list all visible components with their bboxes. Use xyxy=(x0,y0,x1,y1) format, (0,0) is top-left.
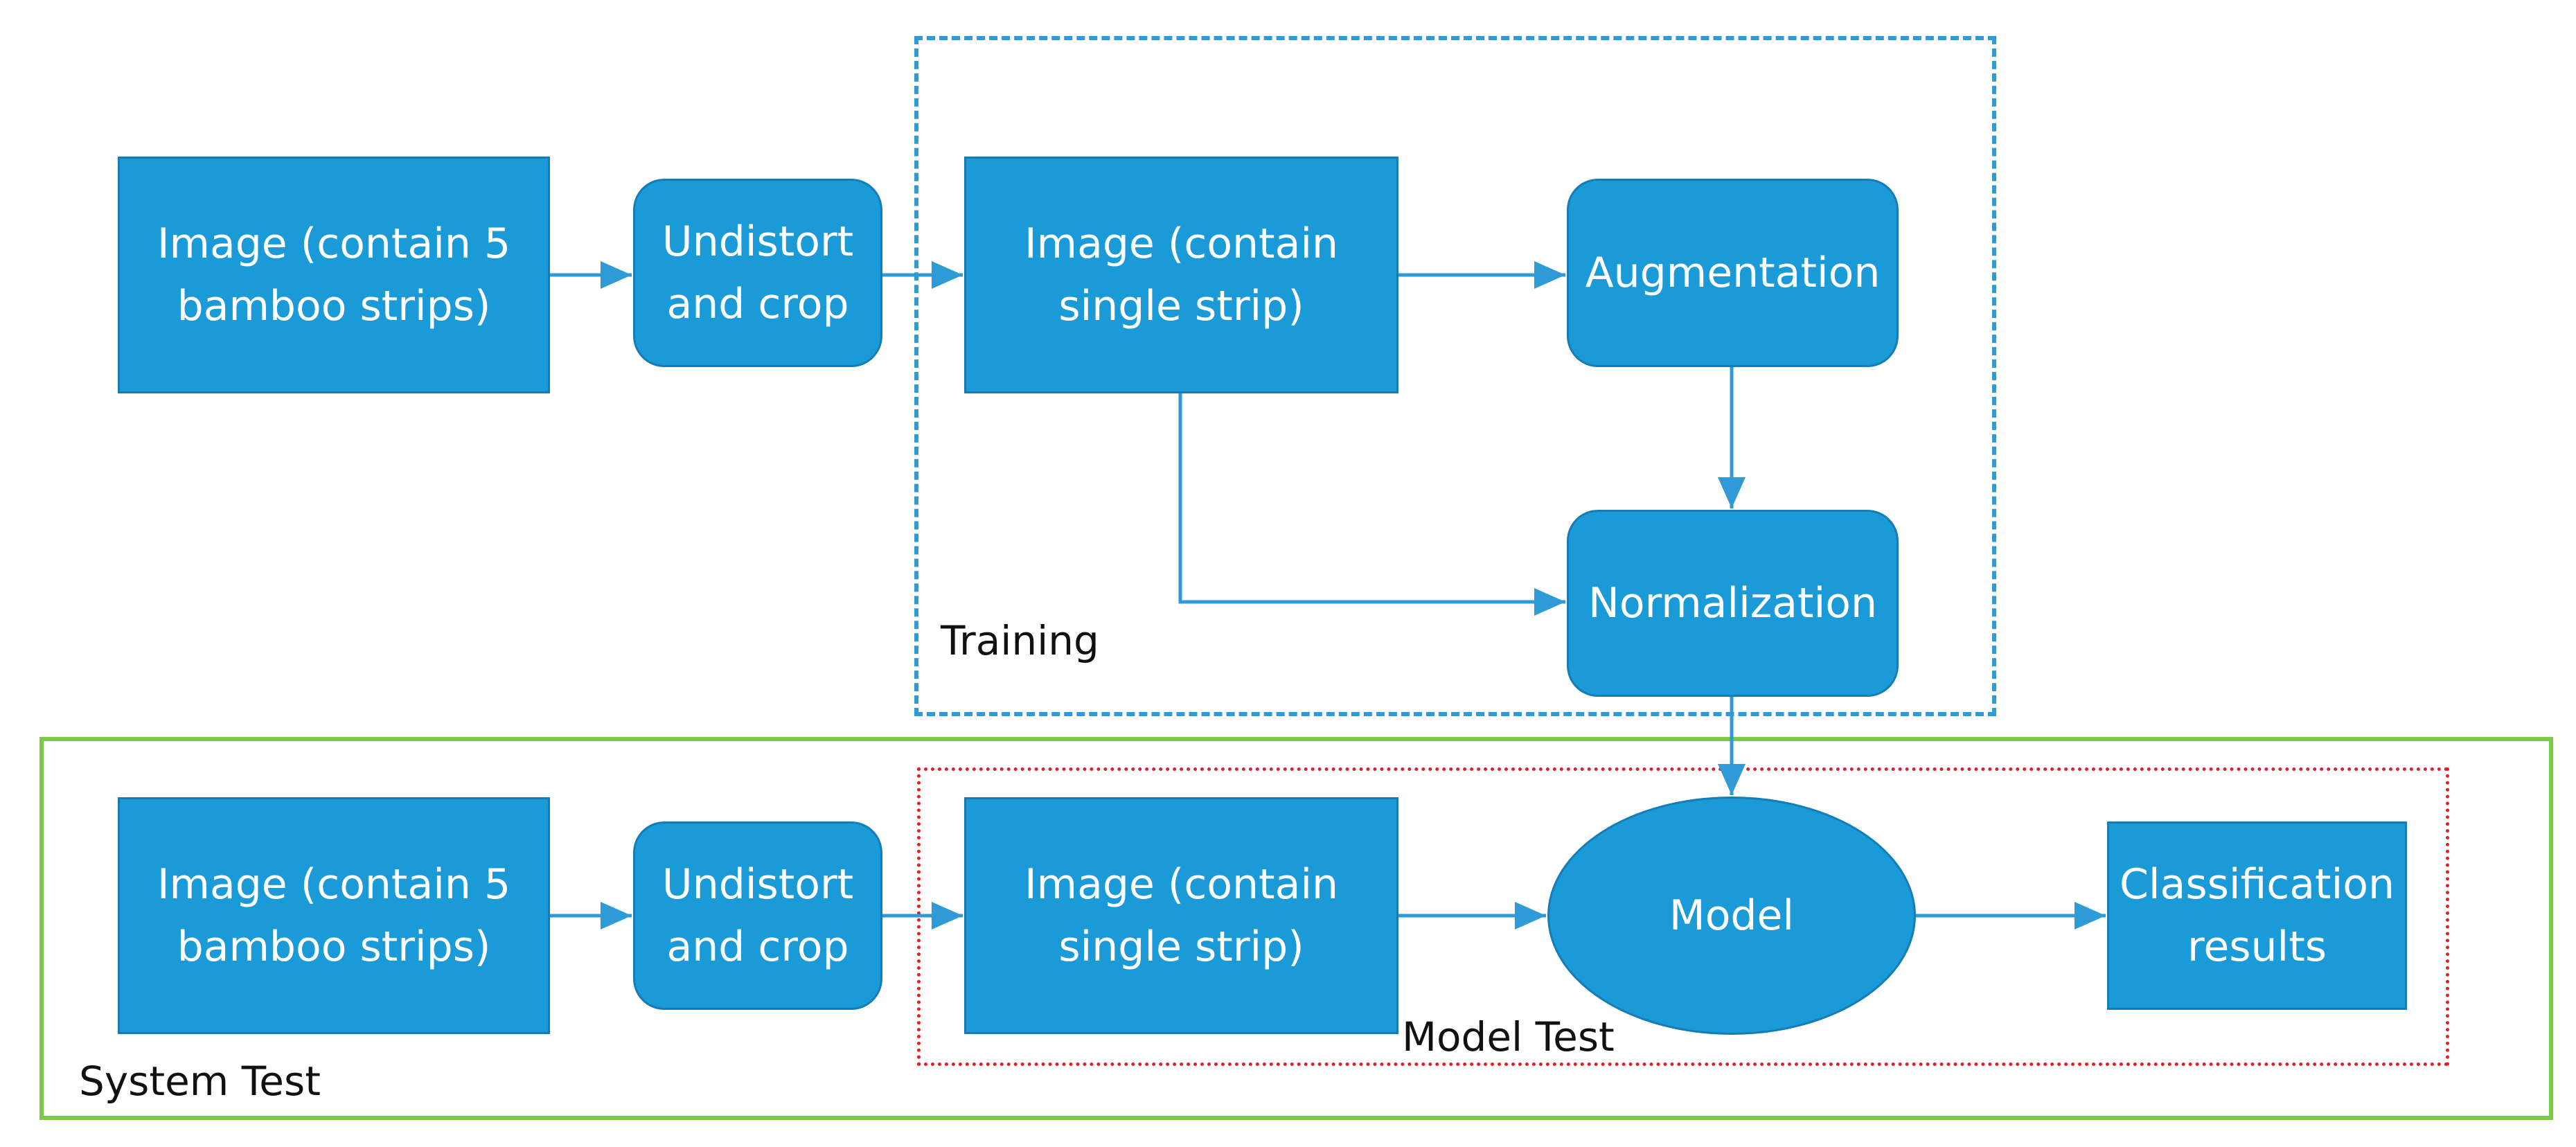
node-image-single-strip-model-test: Image (contain single strip) xyxy=(964,797,1398,1034)
system-test-label: System Test xyxy=(79,1058,321,1105)
node-label: Augmentation xyxy=(1585,249,1881,297)
node-model: Model xyxy=(1547,797,1916,1035)
node-label: Undistort and crop xyxy=(661,860,854,971)
node-augmentation: Augmentation xyxy=(1567,179,1899,367)
node-image-5-strips-training: Image (contain 5 bamboo strips) xyxy=(118,157,550,393)
node-image-single-strip-training: Image (contain single strip) xyxy=(964,157,1398,393)
node-label: Image (contain 5 bamboo strips) xyxy=(157,220,511,330)
node-label: Undistort and crop xyxy=(661,217,854,328)
node-label: Classification results xyxy=(2119,860,2395,971)
node-undistort-crop-system: Undistort and crop xyxy=(633,821,882,1010)
node-label: Image (contain single strip) xyxy=(1024,220,1339,330)
node-label: Image (contain single strip) xyxy=(1024,860,1339,971)
training-label: Training xyxy=(941,617,1099,664)
node-undistort-crop-training: Undistort and crop xyxy=(633,179,882,367)
training-frame xyxy=(914,36,1996,716)
node-label: Model xyxy=(1669,891,1795,940)
node-label: Normalization xyxy=(1588,579,1877,628)
node-normalization: Normalization xyxy=(1567,510,1899,697)
model-test-label: Model Test xyxy=(1402,1013,1615,1060)
node-classification-results: Classification results xyxy=(2107,821,2407,1010)
system-test-frame xyxy=(39,737,2553,1120)
node-image-5-strips-system: Image (contain 5 bamboo strips) xyxy=(118,797,550,1034)
node-label: Image (contain 5 bamboo strips) xyxy=(157,860,511,971)
